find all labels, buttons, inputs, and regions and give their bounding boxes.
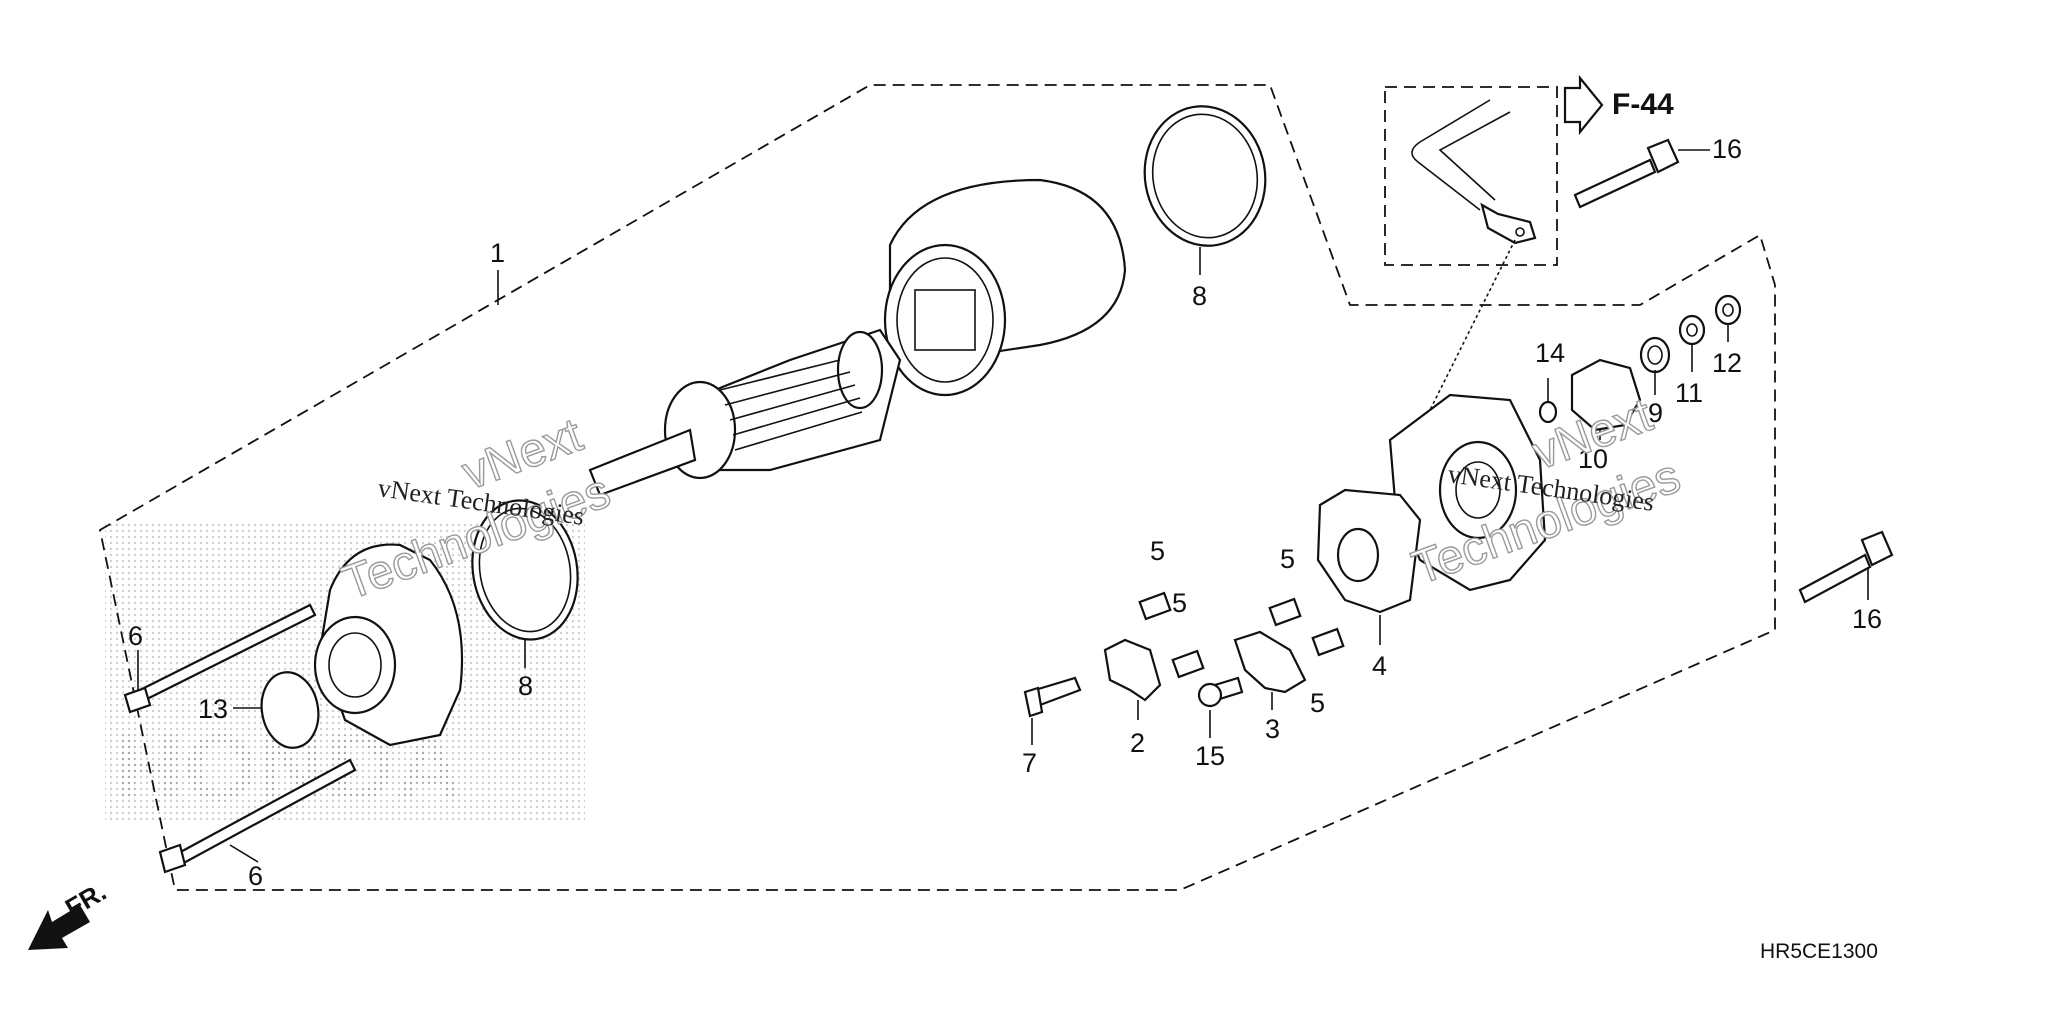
armature [588, 328, 902, 497]
brush-plate-3 [1233, 630, 1307, 694]
o-ring-lower [471, 499, 579, 641]
washer-9 [1639, 336, 1671, 374]
callout-8a: 8 [1192, 281, 1207, 311]
through-bolt-upper [123, 603, 317, 714]
callout-3: 3 [1265, 714, 1280, 744]
callout-5a: 5 [1150, 536, 1165, 566]
callouts: 1 2 3 4 5 5 5 5 6 6 7 8 8 9 10 11 12 13 … [128, 134, 1882, 891]
o-ring-13 [260, 671, 320, 749]
bolt-16-lower [1798, 530, 1894, 604]
yoke-housing [883, 178, 1127, 397]
callout-9: 9 [1648, 398, 1663, 428]
callout-15: 15 [1195, 741, 1225, 771]
callout-6b: 6 [248, 861, 263, 891]
callout-14: 14 [1535, 338, 1565, 368]
washer-11 [1678, 314, 1706, 346]
callout-4: 4 [1372, 651, 1387, 681]
front-arrow: FR. [28, 876, 111, 950]
callout-5d: 5 [1310, 688, 1325, 718]
callout-8b: 8 [518, 671, 533, 701]
bolt-7 [1023, 676, 1082, 718]
bolt-16-upper [1573, 138, 1680, 209]
drawing-code: HR5CE1300 [1760, 940, 1878, 963]
callout-2: 2 [1130, 728, 1145, 758]
callout-1: 1 [490, 238, 505, 268]
washer-12 [1714, 294, 1742, 326]
washer-14 [1538, 400, 1558, 424]
rear-cover [1388, 393, 1547, 592]
o-ring-upper [1143, 105, 1267, 247]
bolt-15 [1197, 676, 1244, 708]
callout-12: 12 [1712, 348, 1742, 378]
callout-7: 7 [1022, 748, 1037, 778]
callout-13: 13 [198, 694, 228, 724]
brush-springs [1138, 591, 1345, 679]
cable-wire [1411, 99, 1537, 431]
callout-5b: 5 [1172, 588, 1187, 618]
leader-lines [137, 149, 1869, 863]
front-cover [313, 543, 464, 747]
callout-6a: 6 [128, 621, 143, 651]
callout-16a: 16 [1712, 134, 1742, 164]
brush-holder [1316, 488, 1422, 614]
through-bolt-lower [158, 758, 357, 874]
reference-arrow: F-44 [1563, 74, 1674, 136]
reference-label: F-44 [1612, 88, 1674, 121]
callout-11: 11 [1675, 378, 1703, 408]
callout-16b: 16 [1852, 604, 1882, 634]
brush-plate-2 [1103, 638, 1162, 702]
callout-5c: 5 [1280, 544, 1295, 574]
assembly-outline [98, 84, 1776, 891]
nut-10 [1570, 358, 1642, 432]
callout-10: 10 [1578, 444, 1608, 474]
